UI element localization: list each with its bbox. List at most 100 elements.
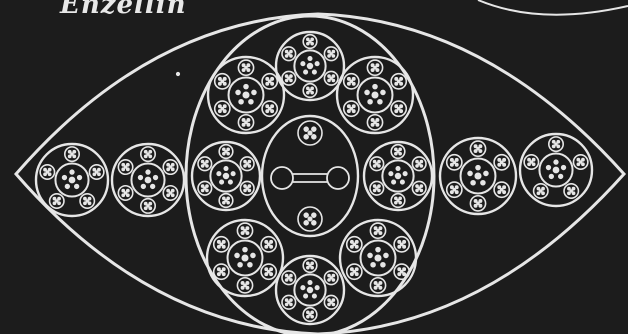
rosette-dot — [290, 303, 292, 305]
rosette-core — [169, 192, 171, 194]
rosette-core — [309, 313, 311, 315]
rosette-core — [309, 89, 311, 91]
left-nucleus — [271, 167, 293, 189]
rosette-dot — [247, 64, 250, 67]
rosette-core — [477, 202, 479, 204]
rosette-dot — [171, 163, 174, 166]
rosette-dot — [503, 159, 506, 162]
rosette-dot — [328, 50, 330, 52]
rosette-dot — [93, 173, 96, 176]
rosette-dot — [455, 186, 458, 189]
center-dot — [373, 84, 378, 89]
center-dot — [153, 175, 157, 179]
rosette-dot — [399, 152, 401, 154]
rosette-dot — [290, 75, 292, 77]
rosette-core — [418, 187, 420, 189]
rosette-dot — [68, 155, 71, 158]
rosette-dot — [332, 303, 334, 305]
center-dot — [561, 165, 565, 169]
left-outer-medallion — [36, 144, 108, 216]
rosette-dot — [379, 227, 382, 230]
rosette-dot — [285, 303, 287, 305]
rosette-dot — [201, 189, 203, 191]
center-dot — [146, 170, 150, 174]
rosette-dot — [312, 127, 316, 131]
rosette-dot — [552, 145, 555, 148]
rosette-dot — [244, 185, 246, 187]
rosette-dot — [403, 268, 406, 271]
center-dot — [368, 99, 373, 104]
rosette-core — [221, 107, 223, 109]
rosette-dot — [265, 273, 268, 276]
rosette-dot — [290, 299, 292, 301]
center-dot — [236, 90, 241, 95]
rosette-dot — [149, 202, 152, 205]
rosette-dot — [332, 279, 334, 281]
rosette-dot — [241, 227, 244, 230]
rosette-dot — [474, 200, 477, 203]
rosette-core — [400, 270, 402, 272]
center-dot — [308, 280, 312, 284]
rosette-dot — [122, 189, 125, 192]
rosette-core — [308, 217, 312, 221]
rosette-core — [244, 229, 246, 231]
rosette-dot — [127, 194, 130, 197]
rosette-dot — [223, 110, 226, 113]
rosette-dot — [149, 155, 152, 158]
rosette-dot — [223, 148, 225, 150]
rosette-dot — [479, 150, 482, 153]
rosette-dot — [400, 105, 403, 108]
rosette-dot — [378, 165, 380, 167]
rosette-core — [570, 190, 572, 192]
rosette-dot — [304, 127, 308, 131]
rosette-dot — [328, 303, 330, 305]
rosette-dot — [498, 163, 501, 166]
rosette-dot — [93, 168, 96, 171]
rosette-dot — [328, 79, 330, 81]
rosette-dot — [403, 273, 406, 276]
rosette-dot — [219, 78, 222, 81]
rosette-dot — [167, 163, 170, 166]
rosette-dot — [206, 165, 208, 167]
center-dot — [77, 175, 81, 179]
center-dot — [381, 90, 386, 95]
rosette-core — [500, 188, 502, 190]
rosette-dot — [149, 207, 152, 210]
rosette-dot — [241, 282, 244, 285]
rosette-dot — [474, 150, 477, 153]
rosette-dot — [373, 165, 375, 167]
center-dot — [312, 294, 316, 298]
center-dot — [248, 262, 253, 267]
rosette-dot — [244, 160, 246, 162]
rosette-dot — [348, 78, 351, 81]
rosette-core — [374, 121, 376, 123]
rosette-dot — [479, 145, 482, 148]
rosette-core — [288, 277, 290, 279]
rosette-core — [46, 171, 48, 173]
rosette-dot — [307, 262, 309, 264]
rosette-dot — [307, 38, 309, 40]
rosette-dot — [399, 201, 401, 203]
rosette-core — [95, 171, 97, 173]
rosette-dot — [206, 189, 208, 191]
rosette-dot — [373, 189, 375, 191]
rosette-dot — [395, 78, 398, 81]
rosette-dot — [371, 69, 374, 72]
rosette-core — [579, 161, 581, 163]
rosette-dot — [290, 279, 292, 281]
center-dot — [239, 99, 244, 104]
rosette-dot — [532, 158, 535, 161]
left-inner-medallion — [112, 144, 184, 216]
rosette-dot — [355, 241, 358, 244]
center-dot — [554, 160, 558, 164]
rosette-dot — [265, 245, 268, 248]
center-dot — [546, 165, 550, 169]
rosette-dot — [285, 55, 287, 57]
rosette-dot — [223, 105, 226, 108]
rosette-core — [350, 107, 352, 109]
center-dot — [365, 90, 370, 95]
rosette-core — [397, 80, 399, 82]
rosette-dot — [312, 221, 316, 225]
rosette-core — [453, 161, 455, 163]
center-dot — [141, 184, 145, 188]
